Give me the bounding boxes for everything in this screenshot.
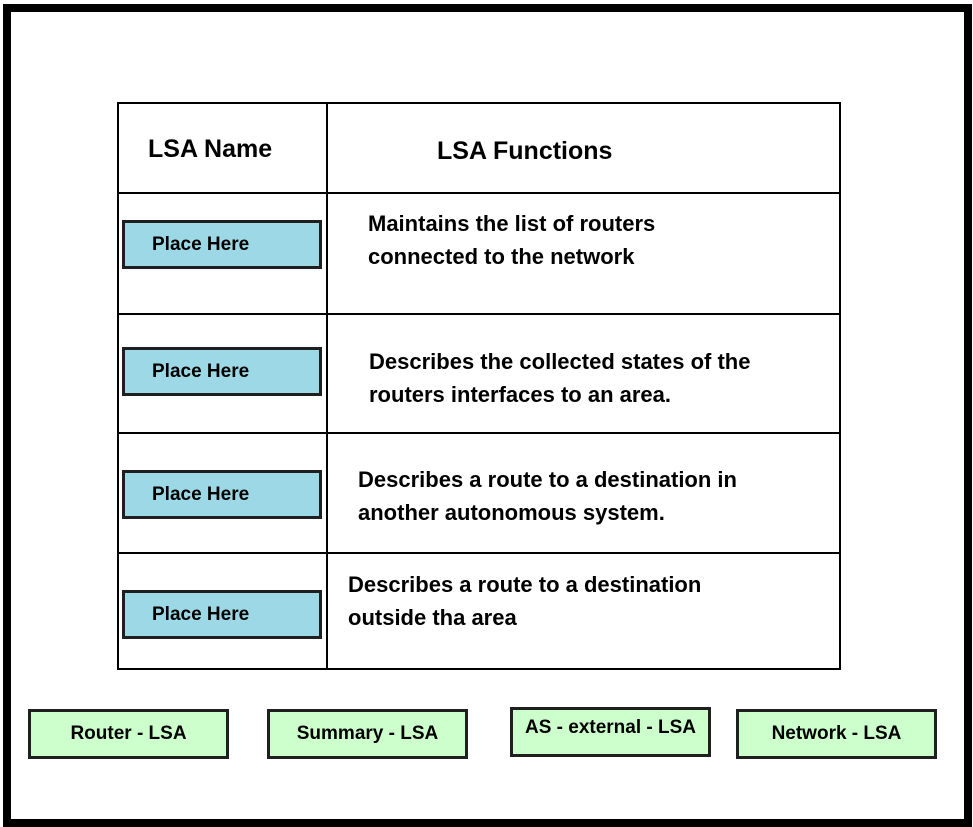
drop-target-row-1[interactable]: Place Here: [122, 220, 322, 269]
header-lsa-name: LSA Name: [148, 135, 273, 163]
table-row-divider: [119, 552, 839, 554]
function-row-1: Maintains the list of routers connected …: [368, 207, 655, 273]
option-router-lsa[interactable]: Router - LSA: [28, 709, 229, 759]
function-row-1-line2: connected to the network: [368, 244, 635, 269]
option-network-lsa[interactable]: Network - LSA: [736, 709, 937, 759]
function-row-4: Describes a route to a destination outsi…: [348, 568, 701, 634]
table-row-divider: [119, 432, 839, 434]
table-row-divider: [119, 192, 839, 194]
table-row-divider: [119, 313, 839, 315]
table-column-divider: [326, 104, 328, 668]
option-as-external-lsa[interactable]: AS - external - LSA: [510, 707, 711, 757]
function-row-2-line1: Describes the collected states of the: [369, 349, 751, 374]
question-frame: [3, 4, 972, 827]
lsa-table: LSA Name LSA Functions Place Here Mainta…: [117, 102, 841, 670]
function-row-3-line1: Describes a route to a destination in: [358, 467, 737, 492]
function-row-3: Describes a route to a destination in an…: [358, 463, 737, 529]
drop-target-row-3[interactable]: Place Here: [122, 470, 322, 519]
header-lsa-functions: LSA Functions: [437, 137, 613, 165]
function-row-2: Describes the collected states of the ro…: [369, 345, 750, 411]
function-row-3-line2: another autonomous system.: [358, 500, 665, 525]
option-summary-lsa[interactable]: Summary - LSA: [267, 709, 468, 759]
drop-target-row-4[interactable]: Place Here: [122, 590, 322, 639]
function-row-1-line1: Maintains the list of routers: [368, 211, 656, 236]
drop-target-row-2[interactable]: Place Here: [122, 347, 322, 396]
function-row-4-line2: outside tha area: [348, 605, 517, 630]
function-row-4-line1: Describes a route to a destination: [348, 572, 702, 597]
function-row-2-line2: routers interfaces to an area.: [369, 382, 672, 407]
